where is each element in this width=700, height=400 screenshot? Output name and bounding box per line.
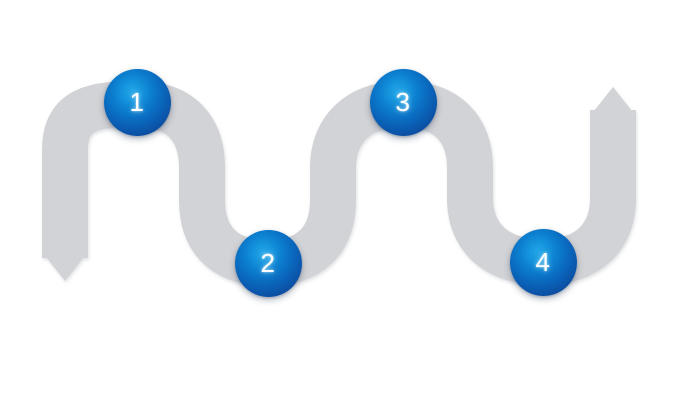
- sphere-gradient-4: [509, 228, 577, 296]
- sphere-gradient-2: [234, 229, 302, 297]
- sphere-gradient-3: [369, 68, 437, 136]
- step-label-3: 3: [395, 87, 411, 117]
- step-label-4: 4: [535, 247, 551, 277]
- step-label-1: 1: [129, 87, 145, 117]
- step-node-3[interactable]: 3: [369, 68, 437, 136]
- step-node-2[interactable]: 2: [234, 229, 302, 297]
- ribbon-end-arrow: [590, 87, 636, 116]
- ribbon-start-arrow: [42, 252, 88, 281]
- step-node-1[interactable]: 1: [103, 68, 171, 136]
- step-node-4[interactable]: 4: [509, 228, 577, 296]
- step-label-2: 2: [260, 248, 276, 278]
- sphere-gradient-1: [103, 68, 171, 136]
